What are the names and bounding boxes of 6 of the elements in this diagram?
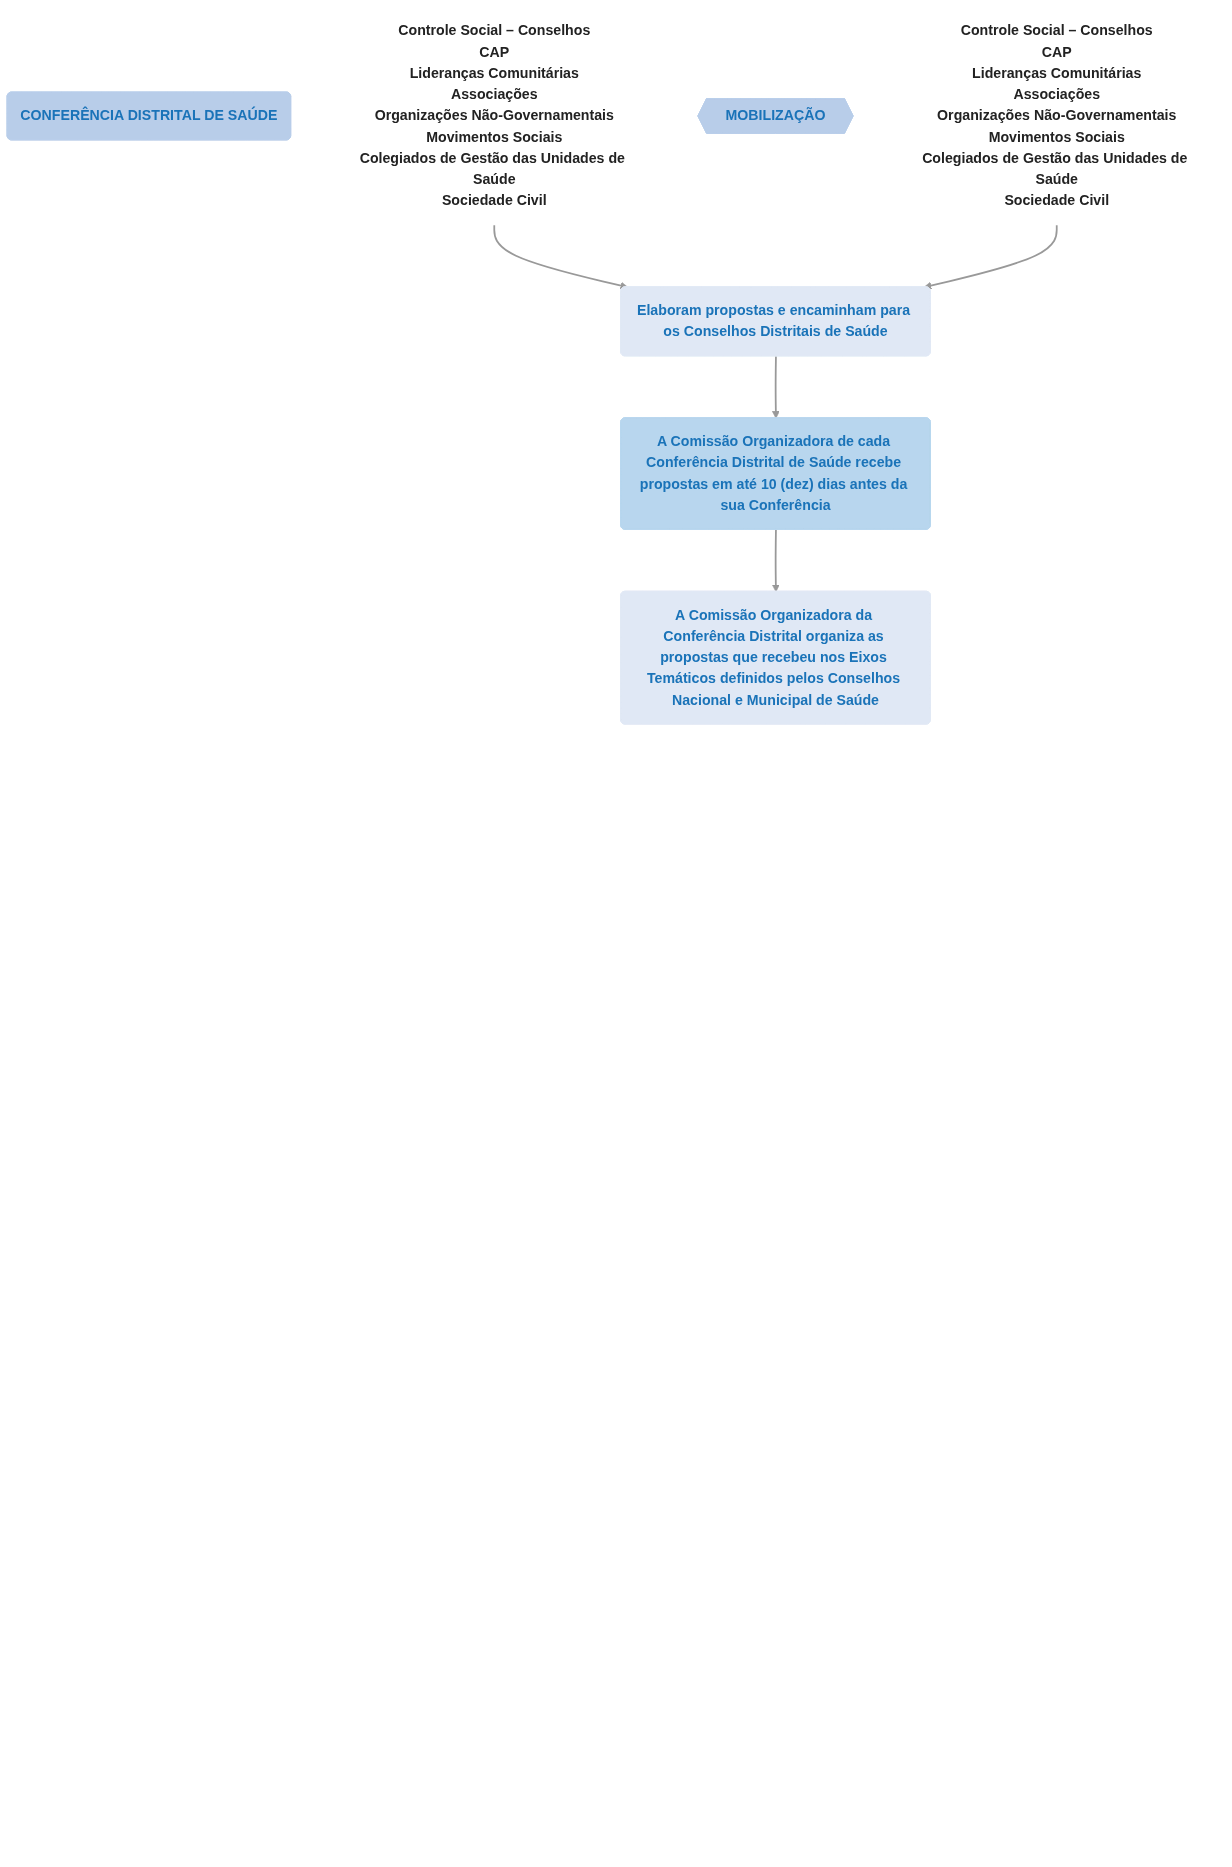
arrow [771, 355, 780, 419]
arrow [923, 223, 1058, 290]
arrow [771, 528, 780, 593]
arrow [493, 223, 629, 290]
node-text: Controle Social – Conselhos CAP Lideranças Comunitárias Associações Organizações Não-Governamentais Movimentos Sociais Colegiados de Gestão das Unidades de Saúde Sociedade Civil [359, 23, 625, 209]
node-text: Controle Social – Conselhos CAP Lideranças Comunitárias Associações Organizações Não-Governamentais Movimentos Sociais Colegiados de Gestão das Unidades de Saúde Sociedade Civil [922, 23, 1188, 209]
